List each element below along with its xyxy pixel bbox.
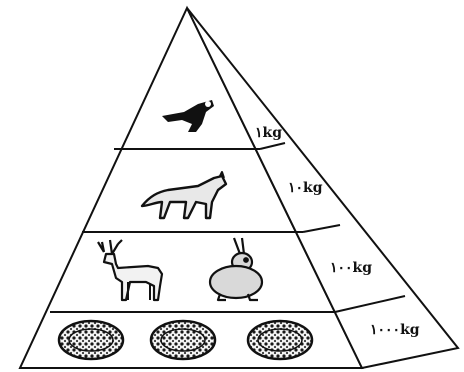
plant-icon xyxy=(248,321,312,359)
plant-icon xyxy=(59,321,123,359)
level-base xyxy=(59,321,312,359)
pyramid-outline xyxy=(20,8,458,368)
plant-icon xyxy=(151,321,215,359)
mass-label-second: ١٠kg xyxy=(288,180,323,196)
mass-label-base: ١٠٠٠kg xyxy=(370,322,420,338)
mass-label-top: ١kg xyxy=(255,125,282,141)
mass-label-third: ١٠٠kg xyxy=(330,260,372,276)
